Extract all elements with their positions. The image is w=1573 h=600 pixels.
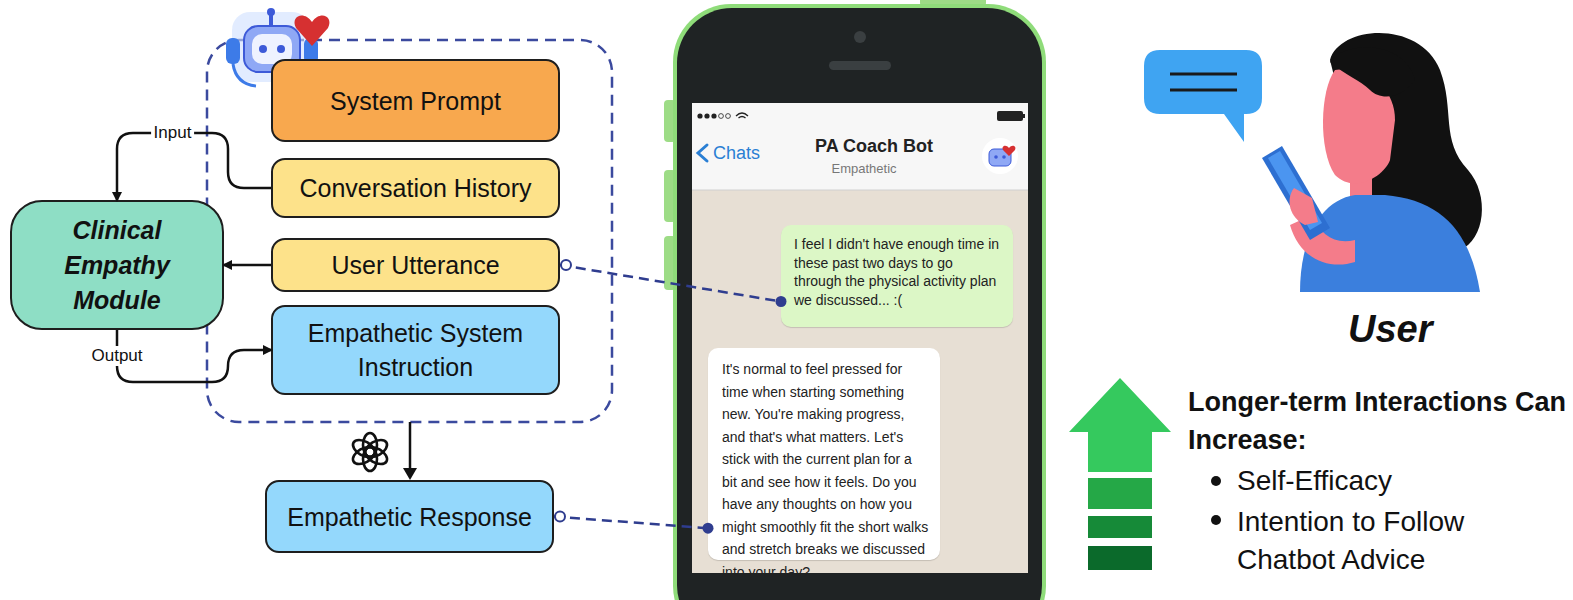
instruction-box: Empathetic System Instruction: [271, 305, 560, 395]
growth-arrow: [1069, 378, 1171, 570]
node-text: User Utterance: [331, 248, 499, 282]
connector: [554, 512, 714, 534]
user-figure: [1262, 33, 1482, 292]
node-text: It's normal to feel pressed for time whe…: [722, 358, 930, 583]
chat-bubble: It's normal to feel pressed for time whe…: [708, 348, 940, 560]
input-box: User Utterance: [271, 238, 560, 292]
connector-line: [560, 265, 781, 302]
connector-line: [554, 517, 708, 529]
speech-bubble: [1144, 50, 1262, 142]
process-box: System Prompt: [271, 59, 560, 142]
arrow-head: [403, 468, 417, 480]
edge-label: Input: [151, 123, 195, 143]
benefit-item: Intention to Follow Chatbot Advice: [1237, 503, 1557, 579]
chat-subtitle: Empathetic: [832, 161, 897, 176]
response-box: Empathetic Response: [265, 480, 554, 553]
back-link: Chats: [713, 143, 760, 164]
user-label: User: [1348, 308, 1433, 351]
node-text: Clinical Empathy Module: [22, 213, 212, 318]
connector: [224, 265, 271, 266]
node-text: I feel I didn't have enough time in thes…: [794, 235, 1001, 309]
chat-bubble: I feel I didn't have enough time in thes…: [781, 225, 1013, 327]
node-text: Empathetic Response: [287, 500, 532, 534]
edge-label: Output: [88, 346, 145, 366]
module-box: Clinical Empathy Module: [10, 200, 224, 330]
bullet-dot: [1211, 476, 1221, 486]
input-box: Conversation History: [271, 158, 560, 218]
connector-end: [561, 260, 571, 270]
connector: [560, 260, 787, 307]
node-text: Empathetic System Instruction: [283, 316, 548, 384]
benefit-item: Self-Efficacy: [1237, 465, 1392, 497]
bullet-dot: [1211, 515, 1221, 525]
flow-arrow: [409, 422, 412, 470]
chat-title: PA Coach Bot: [815, 136, 933, 157]
connector: [117, 133, 271, 200]
dashed-container: [207, 40, 612, 422]
openai-logo: [350, 433, 390, 471]
connector-line: [117, 133, 271, 200]
phone: [664, 0, 1046, 600]
node-text: System Prompt: [330, 84, 501, 118]
connector-line: [224, 264, 271, 267]
benefit-heading: Longer-term Interactions Can Increase:: [1188, 383, 1568, 459]
connector-end: [555, 512, 565, 522]
node-text: Conversation History: [299, 171, 531, 205]
